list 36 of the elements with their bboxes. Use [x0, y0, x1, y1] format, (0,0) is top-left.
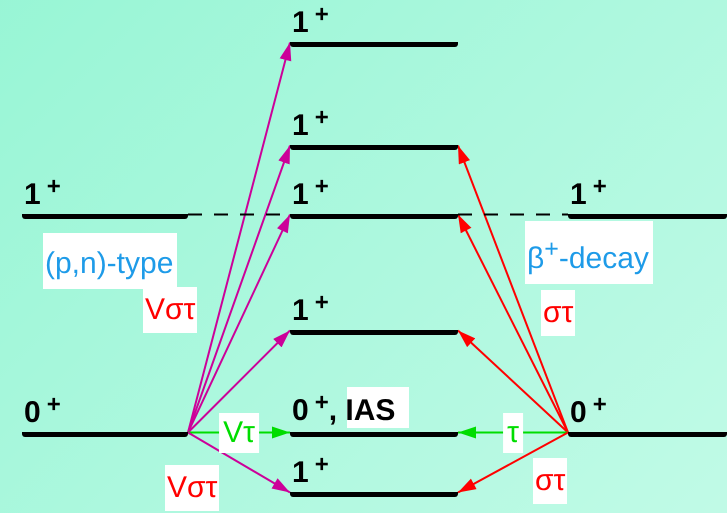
edge-label: τ: [503, 412, 523, 452]
level-label: 1$^{+}$: [292, 106, 329, 141]
arrow: [458, 432, 568, 494]
operator-label: Vστ: [143, 287, 198, 333]
energy-level: [290, 457, 458, 497]
dashed-line: [458, 214, 568, 216]
arrow: [187, 42, 293, 433]
arrow: [187, 145, 292, 433]
level-label: 1$^{+}$: [570, 175, 607, 210]
arrow: [457, 330, 569, 434]
level-label: 0$^{+}$: [24, 393, 61, 428]
level-label: 1$^{+}$: [292, 3, 329, 38]
energy-level: [290, 295, 458, 335]
level-label: 0$^{+}$, IAS: [292, 387, 410, 428]
level-label: 1$^{+}$: [292, 291, 329, 326]
arrow: [187, 214, 291, 433]
energy-level: [22, 397, 188, 437]
level-label: 0$^{+}$: [570, 393, 607, 428]
energy-level: [22, 179, 188, 219]
operator-label: στ: [541, 290, 576, 336]
level-label: 1$^{+}$: [292, 453, 329, 488]
edge-label: Vτ: [219, 412, 259, 452]
transition-type-label: (p,n)-type: [43, 233, 178, 289]
level-label: 1$^{+}$: [292, 175, 329, 210]
energy-level: [568, 397, 727, 437]
level-label: 1$^{+}$: [24, 175, 61, 210]
arrow: [188, 432, 290, 494]
energy-level: [290, 110, 458, 150]
operator-label: στ: [533, 458, 568, 504]
energy-level: [290, 179, 458, 219]
transition-type-label: β$^{+}$-decay: [525, 221, 653, 284]
operator-label: Vστ: [165, 465, 220, 511]
arrow: [457, 214, 569, 433]
arrow: [187, 330, 291, 434]
energy-level: [290, 7, 458, 47]
arrow: [456, 145, 569, 433]
